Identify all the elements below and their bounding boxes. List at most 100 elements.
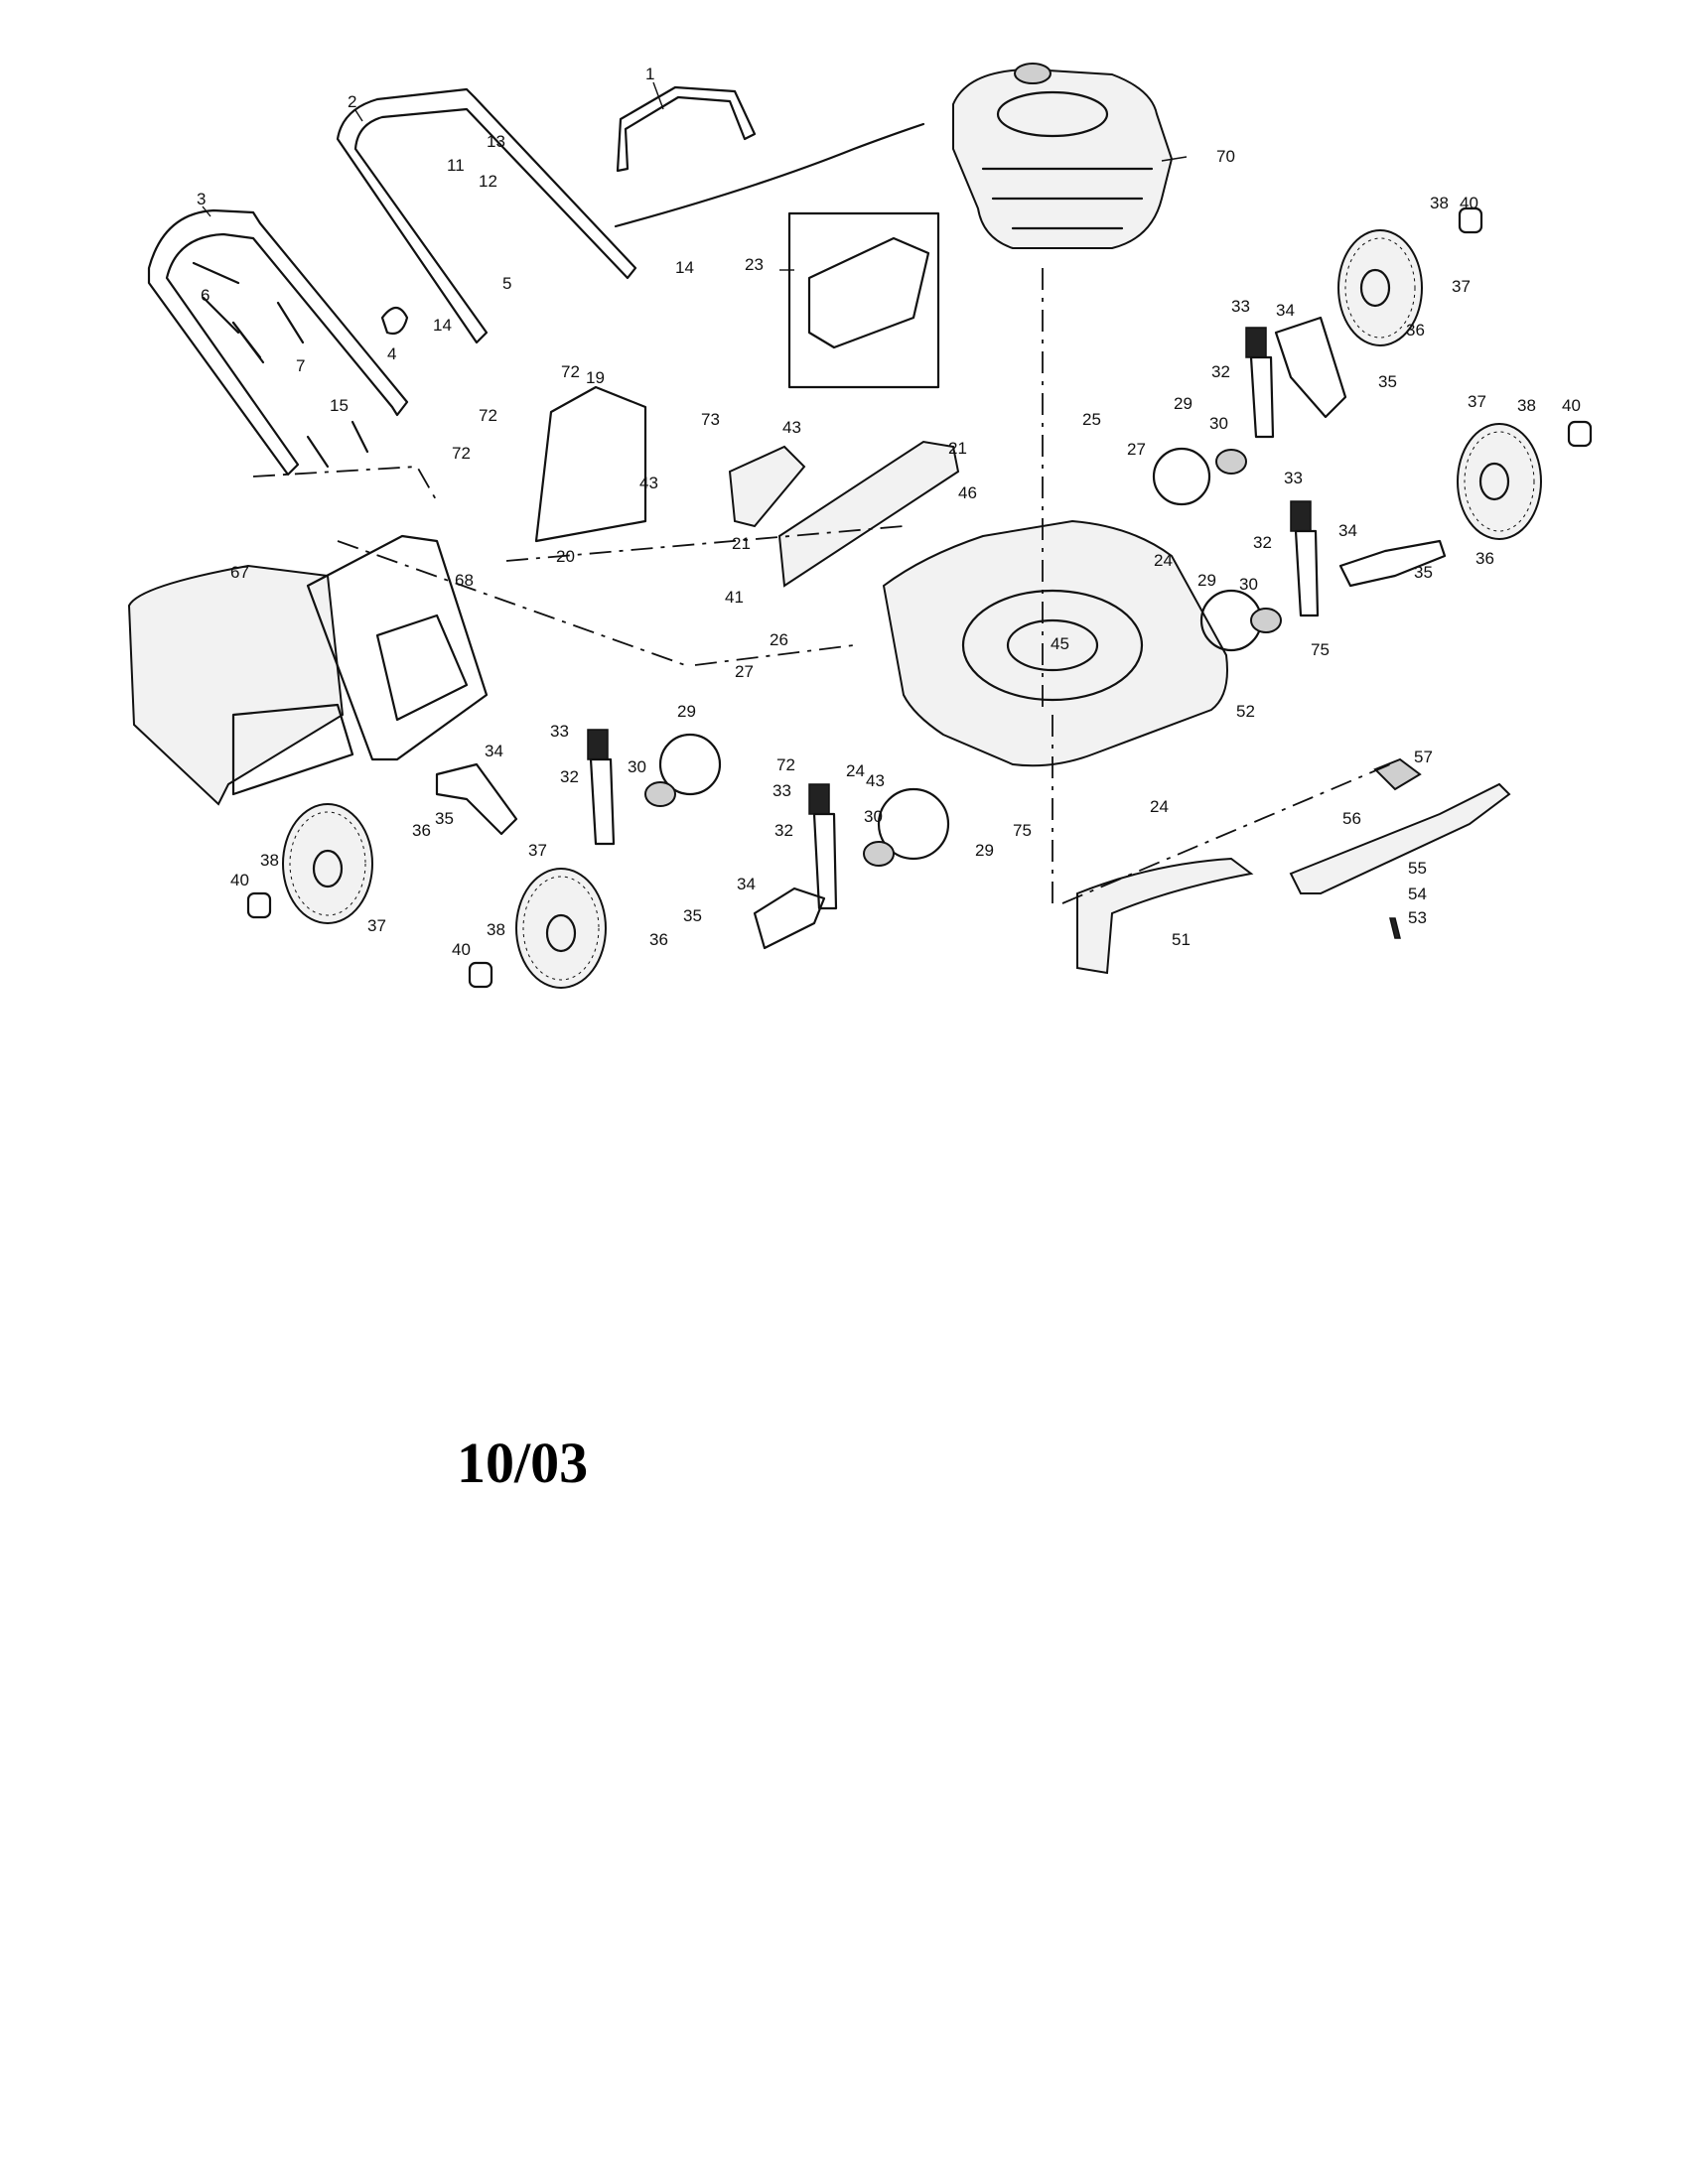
callout-29c: 29 [677,702,696,721]
callout-37d: 37 [528,841,547,860]
gear-center [863,787,950,867]
mower-deck-part-52 [882,519,1228,767]
callout-32d: 32 [774,821,793,840]
callout-37a: 37 [1452,277,1471,296]
rear-baffle-part-41 [777,440,960,588]
axle-bracket-right-top [1274,316,1347,419]
callout-40c: 40 [230,871,249,889]
wheel-cap-right-top [1458,206,1483,234]
grass-bag-part-67 [127,564,354,806]
callout-72a: 72 [561,362,580,381]
wheel-cap-right-mid [1567,420,1593,448]
callout-41: 41 [725,588,744,607]
callout-38d: 38 [487,920,505,939]
callout-73: 73 [701,410,720,429]
callout-72b: 72 [479,406,497,425]
blade-part-56 [1289,782,1511,894]
callout-43a: 43 [782,418,801,437]
axle-bracket-right-mid [1338,539,1447,588]
callout-34b: 34 [1338,521,1357,540]
callout-33b: 33 [1284,469,1303,487]
callout-5: 5 [502,274,511,293]
engine-part-70 [952,63,1174,249]
callout-11: 11 [447,156,465,175]
callout-72c: 72 [452,444,471,463]
callout-33a: 33 [1231,297,1250,316]
callout-7: 7 [296,356,305,375]
callout-43b: 43 [639,474,658,492]
callout-32c: 32 [560,767,579,786]
callout-40b: 40 [1562,396,1581,415]
callout-24b: 24 [846,761,865,780]
callout-35d: 35 [683,906,702,925]
callout-53: 53 [1408,908,1427,927]
callout-51: 51 [1172,930,1191,949]
callout-14a: 14 [675,258,694,277]
callout-36c: 36 [412,821,431,840]
wheel-right-middle [1457,423,1542,540]
callout-36a: 36 [1406,321,1425,340]
parts-bag-part-23 [787,211,940,389]
callout-33c: 33 [550,722,569,741]
upper-handle-part-2 [336,87,637,344]
callout-29d: 29 [975,841,994,860]
grass-bag-frame-part-68 [306,534,489,761]
callout-1: 1 [645,65,654,83]
callout-34a: 34 [1276,301,1295,320]
callout-19: 19 [586,368,605,387]
handle-bolts-part-7 [231,301,305,364]
callout-6: 6 [201,286,210,305]
callout-72d: 72 [776,755,795,774]
wheel-cap-left-rear [468,961,493,989]
callout-43c: 43 [866,771,885,790]
callout-24a: 24 [1154,551,1173,570]
callout-34c: 34 [485,742,503,760]
callout-54: 54 [1408,885,1427,903]
callout-25: 25 [1082,410,1101,429]
control-bail-part-1 [616,85,757,173]
callout-26: 26 [770,630,788,649]
callout-36b: 36 [1475,549,1494,568]
callout-30d: 30 [864,807,883,826]
callout-67: 67 [230,563,249,582]
callout-35c: 35 [435,809,454,828]
callout-35b: 35 [1414,563,1433,582]
control-cable [614,122,925,228]
callout-23: 23 [745,255,764,274]
callout-40a: 40 [1460,194,1478,212]
callout-34d: 34 [737,875,756,893]
blade-bolt-part-53 [1389,917,1401,939]
callout-30c: 30 [628,757,646,776]
mower-exploded-parts-diagram: 1 2 3 4 5 6 7 11 12 13 14 14 15 19 20 21… [127,63,1593,989]
callout-13: 13 [487,132,505,151]
callout-29a: 29 [1174,394,1193,413]
callout-56: 56 [1342,809,1361,828]
callout-55: 55 [1408,859,1427,878]
wheel-left-rear [515,868,607,989]
wheel-right-top [1337,229,1423,346]
callout-70: 70 [1216,147,1235,166]
callout-35a: 35 [1378,372,1397,391]
callout-4: 4 [387,344,396,363]
gear-right-top [1152,447,1247,506]
gear-right-mid [1199,589,1282,652]
revision-date-code: 10/03 [457,1431,589,1495]
lower-handle-part-3 [147,208,409,477]
callout-36d: 36 [649,930,668,949]
callout-24c: 24 [1150,797,1169,816]
callout-45: 45 [1051,634,1069,653]
wheel-left-front [282,803,373,924]
callout-20: 20 [556,547,575,566]
callout-27b: 27 [735,662,754,681]
callout-38b: 38 [1517,396,1536,415]
height-adjuster-rear-right-mid [1290,500,1320,617]
axle-bracket-center [753,887,826,950]
callout-75a: 75 [1311,640,1330,659]
callout-30a: 30 [1209,414,1228,433]
callout-32a: 32 [1211,362,1230,381]
discharge-guard-part-73 [728,445,806,528]
callout-33d: 33 [772,781,791,800]
mulch-plate-part-51 [1076,857,1254,975]
callout-2: 2 [348,92,356,111]
callout-30b: 30 [1239,575,1258,594]
